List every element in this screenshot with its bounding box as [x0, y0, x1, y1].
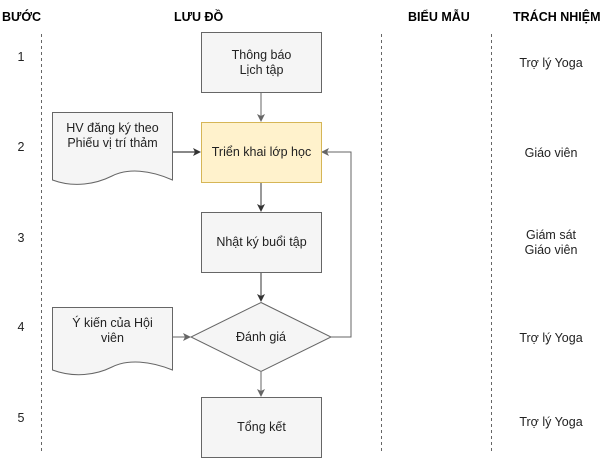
header-flow: LƯU ĐỒ [174, 10, 224, 24]
responsibility-line1: Giám sát [525, 228, 576, 242]
node-evaluate-shape[interactable] [189, 301, 333, 373]
step-number: 2 [17, 140, 25, 154]
node-deploy[interactable]: Triển khai lớp học [201, 122, 322, 183]
step-number: 4 [17, 320, 25, 334]
doc-register[interactable]: HV đăng ký theo Phiếu vị trí thảm [52, 117, 173, 155]
responsibility-line1: Trợ lý Yoga [519, 331, 583, 345]
responsibility-item: Trợ lý Yoga [492, 56, 610, 71]
header-responsibility: TRÁCH NHIỆM [513, 10, 601, 24]
responsibility-line1: Trợ lý Yoga [519, 56, 583, 70]
node-deploy-shape[interactable] [201, 122, 322, 183]
node-announce-shape[interactable] [201, 32, 322, 93]
doc-feedback[interactable]: Ý kiến của Hội viên [52, 312, 173, 350]
responsibility-item: Giáo viên [492, 146, 610, 161]
step-number: 1 [17, 50, 25, 64]
node-log-shape[interactable] [201, 212, 322, 273]
doc-register-line2: Phiếu vị trí thảm [67, 136, 158, 150]
responsibility-item: Giám sát Giáo viên [492, 228, 610, 258]
node-deploy-label: Triển khai lớp học [211, 145, 312, 159]
node-log-label: Nhật ký buổi tập [216, 235, 307, 249]
node-evaluate[interactable]: Đánh giá [211, 322, 311, 352]
responsibility-line1: Trợ lý Yoga [519, 415, 583, 429]
doc-feedback-line1: Ý kiến của Hội [72, 316, 153, 330]
doc-feedback-line2: viên [101, 331, 124, 345]
node-announce-line2: Lịch tập [239, 62, 284, 77]
node-evaluate-label: Đánh giá [235, 329, 287, 344]
doc-feedback-shape[interactable] [52, 307, 173, 376]
node-summary-label: Tổng kết [237, 420, 286, 434]
doc-register-line1: HV đăng ký theo [66, 121, 159, 135]
doc-register-shape[interactable] [52, 112, 173, 185]
edge-evaluate-loop-deploy [321, 148, 352, 338]
responsibility-item: Trợ lý Yoga [492, 415, 610, 430]
responsibility-line2: Giáo viên [524, 243, 578, 257]
node-log[interactable]: Nhật ký buổi tập [201, 212, 322, 273]
responsibility-line1: Giáo viên [524, 146, 578, 160]
step-number: 3 [17, 231, 25, 245]
node-announce-line1: Thông báo [231, 47, 292, 62]
header-step: BƯỚC [2, 10, 42, 24]
step-number: 5 [17, 411, 25, 425]
node-announce[interactable]: Thông báo Lịch tập [201, 32, 322, 93]
responsibility-item: Trợ lý Yoga [492, 331, 610, 346]
node-summary-shape[interactable] [201, 397, 322, 458]
header-form: BIỂU MẪU [408, 10, 470, 24]
node-summary[interactable]: Tổng kết [201, 397, 322, 458]
